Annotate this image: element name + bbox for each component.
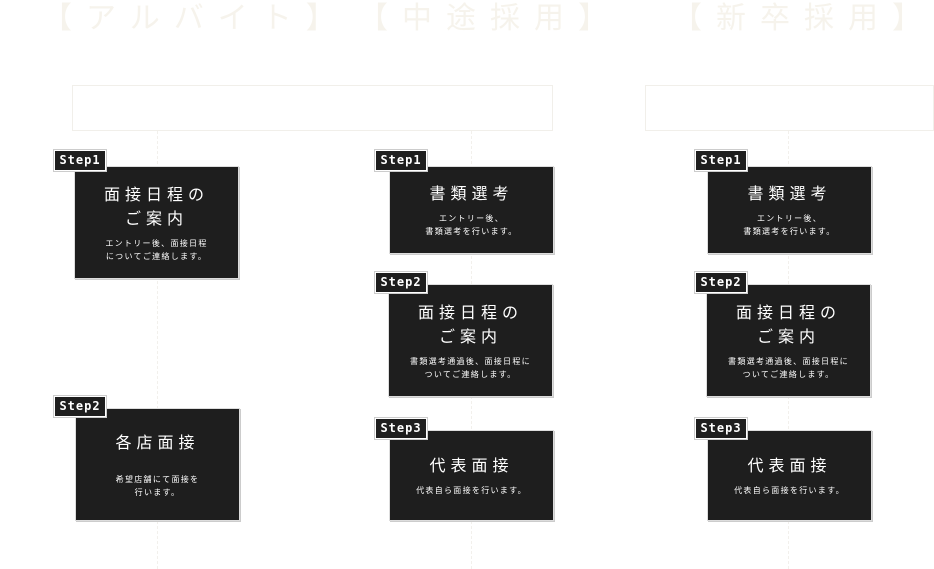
step-label: Step2 xyxy=(53,395,107,418)
step-card: 各店面接 希望店舗にて面接を 行います。 xyxy=(75,408,240,521)
step-label: Step1 xyxy=(53,149,107,172)
header-box-left xyxy=(72,85,553,131)
heading-part-time: 【アルバイト】 xyxy=(42,1,350,36)
step-label: Step3 xyxy=(694,417,748,440)
step-title: 面接日程の ご案内 xyxy=(735,302,841,346)
step-description: 書類選考通過後、面接日程に ついてご連絡します。 xyxy=(410,356,531,379)
step-card: 書類選考 エントリー後、 書類選考を行います。 xyxy=(389,166,554,254)
step-description: 代表自ら面接を行います。 xyxy=(734,486,845,495)
step-label: Step1 xyxy=(374,149,428,172)
step-title: 面接日程の ご案内 xyxy=(103,184,209,228)
step-label: Step3 xyxy=(374,417,428,440)
header-box-right xyxy=(645,85,934,131)
step-title: 書類選考 xyxy=(747,184,832,203)
step-label: Step2 xyxy=(374,271,428,294)
step-title: 代表面接 xyxy=(429,456,514,475)
step-description: エントリー後、面接日程 についてご連絡します。 xyxy=(105,238,208,261)
step-label: Step1 xyxy=(694,149,748,172)
step-card: 書類選考 エントリー後、 書類選考を行います。 xyxy=(707,166,872,254)
step-title: 代表面接 xyxy=(747,456,832,475)
step-card: 面接日程の ご案内 書類選考通過後、面接日程に ついてご連絡します。 xyxy=(388,284,553,397)
step-title: 面接日程の ご案内 xyxy=(417,302,523,346)
divider-line xyxy=(157,131,158,569)
step-card: 代表面接 代表自ら面接を行います。 xyxy=(389,430,554,521)
heading-new-grad: 【新卒採用】 xyxy=(672,1,934,36)
step-card: 代表面接 代表自ら面接を行います。 xyxy=(707,430,872,521)
step-description: 代表自ら面接を行います。 xyxy=(416,486,527,495)
step-card: 面接日程の ご案内 エントリー後、面接日程 についてご連絡します。 xyxy=(74,166,239,279)
step-description: 書類選考通過後、面接日程に ついてご連絡します。 xyxy=(728,356,849,379)
step-description: エントリー後、 書類選考を行います。 xyxy=(743,214,836,236)
step-title: 各店面接 xyxy=(115,432,200,452)
step-title: 書類選考 xyxy=(429,184,514,203)
heading-mid-career: 【中途採用】 xyxy=(358,1,622,36)
step-label: Step2 xyxy=(694,271,748,294)
step-description: 希望店舗にて面接を 行います。 xyxy=(115,474,200,497)
step-description: エントリー後、 書類選考を行います。 xyxy=(425,214,518,236)
step-card: 面接日程の ご案内 書類選考通過後、面接日程に ついてご連絡します。 xyxy=(706,284,871,397)
